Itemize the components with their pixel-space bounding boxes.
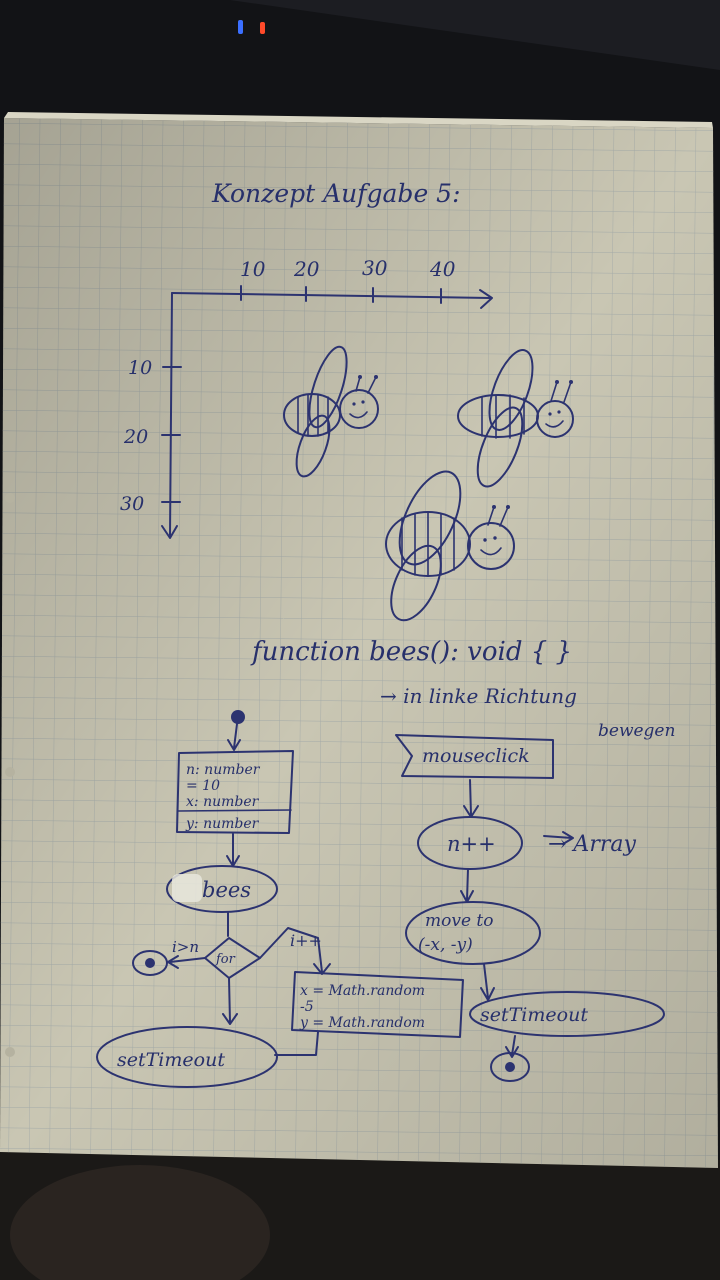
- variable-line: n: number: [186, 762, 261, 778]
- mouseclick-event-box: [395, 734, 554, 779]
- page-title: Konzept Aufgabe 5:: [211, 179, 461, 208]
- bee-drawing: [283, 345, 379, 478]
- y-tick-label: 30: [120, 493, 144, 515]
- loop-label: for: [215, 952, 236, 967]
- direction-note: → in linke Richtung: [380, 684, 577, 708]
- blue-led-icon: [238, 20, 243, 34]
- bee-drawing: [457, 349, 574, 488]
- punch-hole: [5, 1047, 15, 1057]
- paper-sheet: [0, 112, 718, 1168]
- loop-condition: i>n: [172, 938, 199, 956]
- x-tick-label: 40: [429, 257, 456, 281]
- y-tick-label: 10: [128, 357, 152, 379]
- bees-function-node: [166, 865, 278, 913]
- loop-increment: i++: [290, 931, 322, 950]
- x-tick-label: 20: [293, 257, 320, 281]
- random-assignment-box: [291, 971, 464, 1038]
- direction-note-continued: bewegen: [598, 721, 675, 741]
- right-flowchart: [395, 734, 665, 1082]
- increment-label: n++: [447, 832, 496, 856]
- increment-node: [417, 816, 523, 870]
- assignment-line: y = Math.random: [299, 1015, 425, 1031]
- array-note: → Array: [548, 832, 636, 857]
- assignment-line: x = Math.random: [300, 983, 425, 999]
- variable-box: [176, 750, 294, 834]
- variable-line: x: number: [186, 794, 260, 810]
- x-tick-label: 30: [362, 256, 388, 280]
- variable-line: = 10: [186, 778, 220, 794]
- hand-shadow: [10, 1165, 270, 1280]
- set-timeout-label: setTimeout: [480, 1004, 588, 1026]
- set-timeout-node: [96, 1026, 278, 1088]
- punch-hole: [5, 493, 15, 503]
- red-led-icon: [260, 22, 265, 34]
- paper-glare: [172, 874, 202, 902]
- function-signature: function bees(): void { }: [250, 637, 572, 667]
- mouseclick-label: mouseclick: [422, 745, 530, 767]
- flow-end-node: [490, 1052, 530, 1082]
- coordinate-axes: [161, 285, 493, 539]
- move-to-label: move to: [425, 911, 494, 931]
- assignment-line: -5: [300, 999, 314, 1015]
- flow-start-dot: [231, 710, 245, 724]
- bees-label: bees: [202, 878, 251, 902]
- loop-exit-node: [132, 950, 168, 976]
- set-timeout-node: [469, 991, 665, 1037]
- variable-line: y: number: [185, 816, 260, 832]
- punch-hole: [5, 767, 15, 777]
- move-to-coords: (-x, -y): [418, 935, 473, 955]
- set-timeout-label: setTimeout: [117, 1049, 225, 1071]
- left-flowchart: [96, 710, 464, 1088]
- x-tick-label: 10: [240, 257, 266, 281]
- bee-drawing: [385, 470, 515, 622]
- y-tick-label: 20: [123, 426, 148, 448]
- move-to-node: [405, 901, 541, 965]
